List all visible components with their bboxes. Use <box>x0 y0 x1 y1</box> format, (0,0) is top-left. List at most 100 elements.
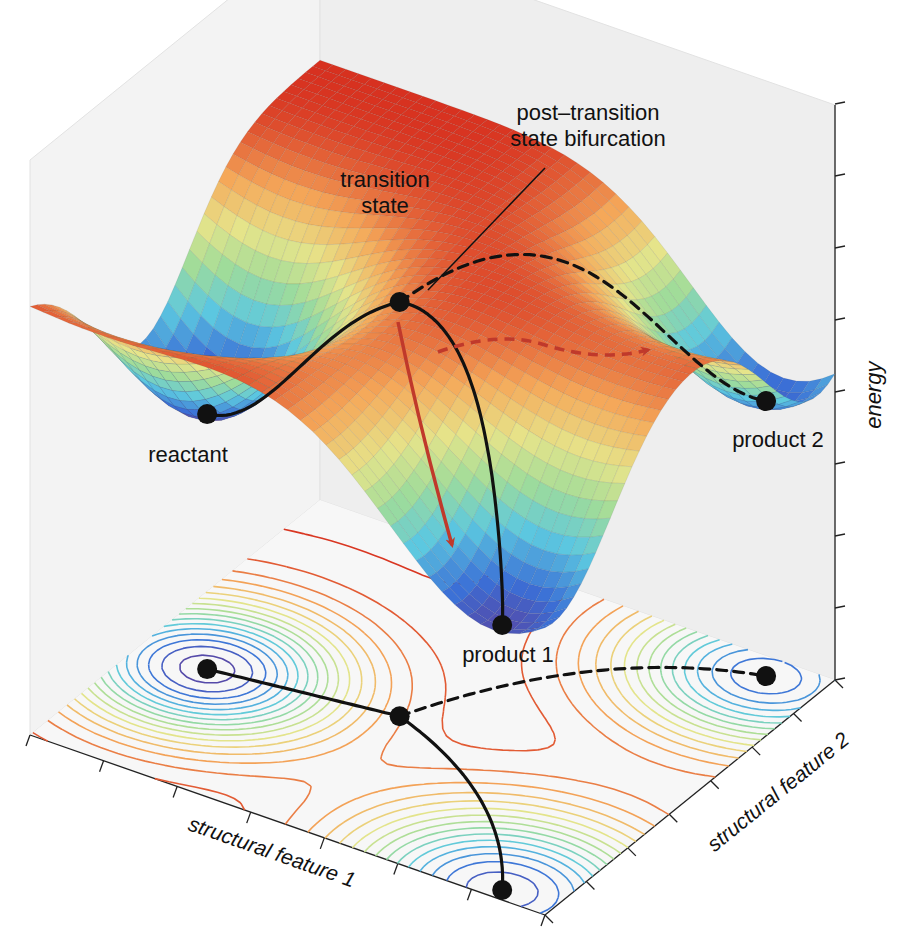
surface-cell <box>641 408 661 423</box>
surface-cell <box>429 573 449 592</box>
tick <box>669 814 677 822</box>
tick <box>100 761 104 772</box>
plot-label: product 1 <box>438 642 578 668</box>
surface-cell <box>721 360 741 365</box>
surface-cell <box>597 501 617 519</box>
tick <box>794 714 802 722</box>
surface-cell <box>590 518 610 537</box>
state-dot <box>492 880 512 900</box>
tick <box>467 889 471 900</box>
surface-cell <box>403 539 423 561</box>
label-text: post–transition state bifurcation <box>510 100 665 151</box>
surface-cell <box>612 466 632 484</box>
contour-line <box>33 559 577 810</box>
surface-cell <box>808 385 828 399</box>
surface-cell <box>30 305 50 312</box>
surface-cell <box>539 617 559 628</box>
surface-cell <box>56 317 76 323</box>
surface-cell <box>605 483 625 501</box>
tick <box>835 174 845 176</box>
tick <box>26 735 30 746</box>
reaction-paths <box>207 254 766 890</box>
contour-line <box>162 646 538 906</box>
surface-path <box>400 302 503 625</box>
label-text: energy <box>861 361 886 428</box>
contour-line <box>149 640 802 914</box>
contour-line <box>82 598 755 848</box>
plot-label: product 2 <box>708 427 848 453</box>
state-dot <box>492 615 512 635</box>
tick <box>394 864 398 875</box>
surface-cell <box>43 311 63 318</box>
tick <box>835 678 845 680</box>
surface-cell <box>750 380 770 388</box>
state-dot <box>390 292 410 312</box>
surface-cell <box>626 434 646 451</box>
plot-label: transition state <box>320 167 450 220</box>
state-dot <box>756 391 776 411</box>
energy-surface <box>30 60 835 634</box>
tick <box>835 246 845 248</box>
axis-feature-1 <box>30 735 545 915</box>
tick <box>835 680 843 688</box>
contour-line <box>67 587 739 839</box>
plot-label: reactant <box>118 442 258 468</box>
tick <box>173 786 177 797</box>
state-dot <box>197 404 217 424</box>
state-dot <box>756 666 776 686</box>
surface-cell <box>583 536 603 555</box>
label-text: product 1 <box>462 642 554 667</box>
red-arrow-product1 <box>398 322 452 545</box>
surface-cell <box>735 369 755 375</box>
tick <box>545 915 553 923</box>
surface-cell <box>634 420 654 436</box>
tick <box>835 318 845 320</box>
red-arrow-product2 <box>438 339 648 355</box>
tick <box>835 606 845 608</box>
state-dot <box>390 706 410 726</box>
tick <box>247 812 251 823</box>
surface-cell <box>391 521 411 543</box>
tick <box>711 781 719 789</box>
leader-line <box>428 168 545 290</box>
contour-line <box>48 571 715 824</box>
surface-cell <box>69 323 89 329</box>
plot-label: post–transition state bifurcation <box>493 100 683 153</box>
surface-cell <box>82 328 102 333</box>
label-text: product 2 <box>732 427 824 452</box>
surface-cell <box>532 624 552 632</box>
surface-cell <box>416 556 436 577</box>
contour-line <box>75 593 747 844</box>
surface-cell <box>378 504 398 526</box>
contour-line <box>180 655 235 683</box>
tick <box>628 848 636 856</box>
axes-walls <box>26 0 845 926</box>
label-text: transition state <box>340 167 429 218</box>
surface-cell <box>107 337 127 341</box>
floor-path <box>207 669 399 716</box>
tick <box>752 747 760 755</box>
tick <box>835 390 845 392</box>
surface-cell <box>352 470 372 492</box>
label-text: reactant <box>148 442 228 467</box>
floor-path-dashed <box>400 667 766 716</box>
tick <box>835 534 845 536</box>
surface-cell <box>742 374 762 381</box>
floor-contours <box>33 529 835 913</box>
surface-cell <box>619 450 639 467</box>
tick <box>835 462 845 464</box>
surface-path <box>207 302 399 416</box>
plot-label: energy <box>861 335 887 455</box>
surface-cell <box>576 553 596 572</box>
tick <box>320 838 324 849</box>
surface-path-dashed <box>400 254 766 401</box>
state-dot <box>197 659 217 679</box>
tick <box>586 881 594 889</box>
tick <box>835 102 845 104</box>
tick <box>541 915 545 926</box>
surface-cell <box>365 486 385 508</box>
state-dots <box>197 292 776 900</box>
floor-path <box>400 716 503 890</box>
surface-cell <box>94 333 114 338</box>
